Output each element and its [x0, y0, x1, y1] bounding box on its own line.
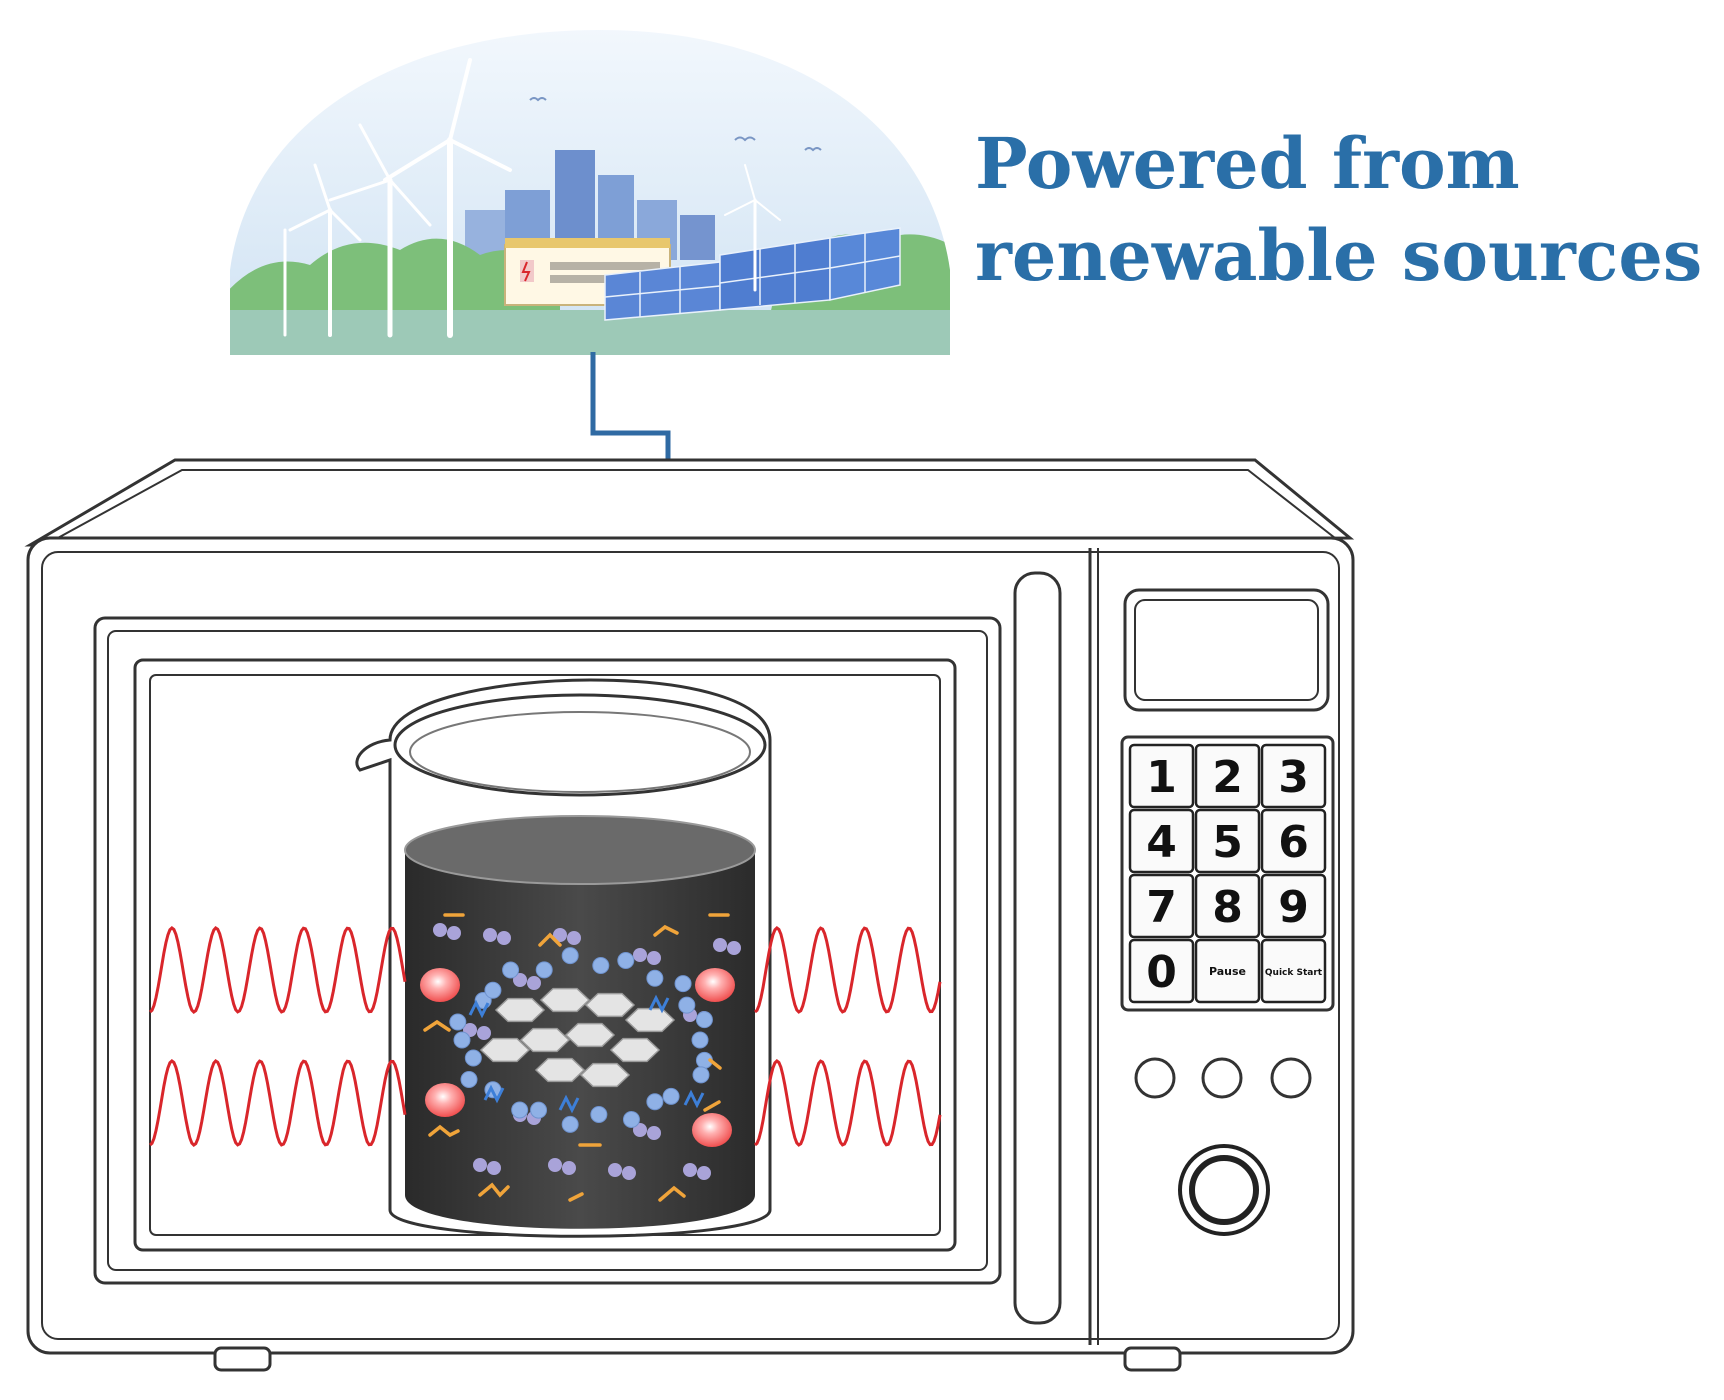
molecule-bead [678, 996, 696, 1014]
ligand-zigzag [558, 1094, 580, 1114]
molecule-pair [483, 928, 511, 945]
microwave-display [1123, 588, 1330, 712]
keypad-key-3[interactable]: 3 [1260, 743, 1327, 809]
renewable-energy-scene [230, 30, 950, 355]
molecule-pair [473, 1158, 501, 1175]
keypad-key-5[interactable]: 5 [1194, 808, 1261, 874]
molecule-pair [633, 1123, 661, 1140]
keypad-key-label: Pause [1209, 965, 1246, 978]
keypad-key-label: 1 [1146, 752, 1177, 803]
caption: Powered from renewable sources [975, 118, 1702, 302]
wind-turbine-icon [283, 58, 781, 338]
organic-fragment [653, 924, 679, 937]
organic-fragment [478, 1182, 510, 1198]
molecule-bead [453, 1031, 471, 1049]
molecule-bead [561, 1115, 579, 1133]
hotspot [695, 968, 735, 1002]
keypad-key-7[interactable]: 7 [1128, 873, 1195, 939]
organic-fragment [703, 1100, 721, 1112]
round-button-1[interactable] [1134, 1057, 1176, 1099]
keypad-key-pause[interactable]: Pause [1194, 938, 1261, 1004]
ligand-zigzag [468, 999, 490, 1019]
keypad-key-6[interactable]: 6 [1260, 808, 1327, 874]
molecule-bead [460, 1071, 478, 1089]
graphene-sheet-icon [479, 987, 676, 1088]
keypad-key-8[interactable]: 8 [1194, 873, 1261, 939]
keypad-key-label: 4 [1146, 817, 1177, 868]
keypad-key-label: 7 [1146, 882, 1177, 933]
ligand-zigzag [483, 1084, 505, 1104]
keypad-key-label: 5 [1212, 817, 1243, 868]
organic-fragment [423, 1019, 451, 1032]
molecule-pair [608, 1163, 636, 1180]
organic-fragment [538, 932, 562, 947]
hotspot [692, 1113, 732, 1147]
keypad-key-label: 6 [1278, 817, 1309, 868]
organic-fragment [568, 1192, 584, 1202]
keypad-key-label: Quick Start [1265, 968, 1323, 978]
molecule-bead [674, 975, 692, 993]
keypad-key-1[interactable]: 1 [1128, 743, 1195, 809]
molecule-bead [484, 981, 502, 999]
keypad-key-label: 3 [1278, 752, 1309, 803]
molecule-bead [449, 1013, 467, 1031]
control-buttons [1134, 1057, 1312, 1099]
molecule-bead [691, 1031, 709, 1049]
molecule-bead [592, 957, 610, 975]
keypad-key-9[interactable]: 9 [1260, 873, 1327, 939]
molecule-bead [692, 1066, 710, 1084]
molecule-pair [713, 938, 741, 955]
keypad-key-2[interactable]: 2 [1194, 743, 1261, 809]
keypad-key-label: 8 [1212, 882, 1243, 933]
molecule-pair [633, 948, 661, 965]
round-button-2[interactable] [1201, 1057, 1243, 1099]
round-button-3[interactable] [1270, 1057, 1312, 1099]
molecule-bead [622, 1110, 640, 1128]
keypad-key-4[interactable]: 4 [1128, 808, 1195, 874]
caption-line-1: Powered from [975, 122, 1520, 205]
keypad-key-label: 0 [1146, 947, 1177, 998]
molecule-bead [662, 1087, 680, 1105]
molecule-bead [464, 1049, 482, 1067]
molecule-bead [646, 969, 664, 987]
molecule-pair [513, 973, 541, 990]
organic-fragment [428, 1124, 460, 1138]
organic-fragment [658, 1185, 686, 1202]
solar-panel-icon [604, 227, 901, 321]
reaction-mixture [423, 913, 741, 1202]
ligand-zigzag [648, 994, 670, 1014]
hotspot [420, 968, 460, 1002]
molecule-bead [590, 1105, 608, 1123]
molecule-bead [502, 961, 520, 979]
wave-right-bottom [754, 1059, 942, 1147]
wave-right-top [754, 926, 942, 1014]
molecule-bead [695, 1011, 713, 1029]
molecule-pair [548, 1158, 576, 1175]
control-knob[interactable] [1178, 1144, 1270, 1236]
molecule-pair [433, 923, 461, 940]
molecule-pair [683, 1163, 711, 1180]
hotspot [425, 1083, 465, 1117]
molecule-bead [535, 961, 553, 979]
wave-left-bottom [149, 1059, 407, 1147]
molecule-bead [511, 1101, 529, 1119]
keypad-key-quick-start[interactable]: Quick Start [1260, 938, 1327, 1004]
keypad-key-0[interactable]: 0 [1128, 938, 1195, 1004]
molecule-pair [553, 928, 581, 945]
wave-left-top [149, 926, 407, 1014]
keypad-key-label: 2 [1212, 752, 1243, 803]
organic-fragment [708, 1058, 722, 1070]
molecule-bead [617, 952, 635, 970]
microwave-radiation-icon [149, 926, 942, 1147]
molecule-bead [646, 1093, 664, 1111]
ligand-zigzag [683, 1089, 705, 1109]
molecule-bead [561, 947, 579, 965]
caption-line-2: renewable sources [975, 214, 1703, 297]
molecule-bead [530, 1101, 548, 1119]
keypad-key-label: 9 [1278, 882, 1309, 933]
